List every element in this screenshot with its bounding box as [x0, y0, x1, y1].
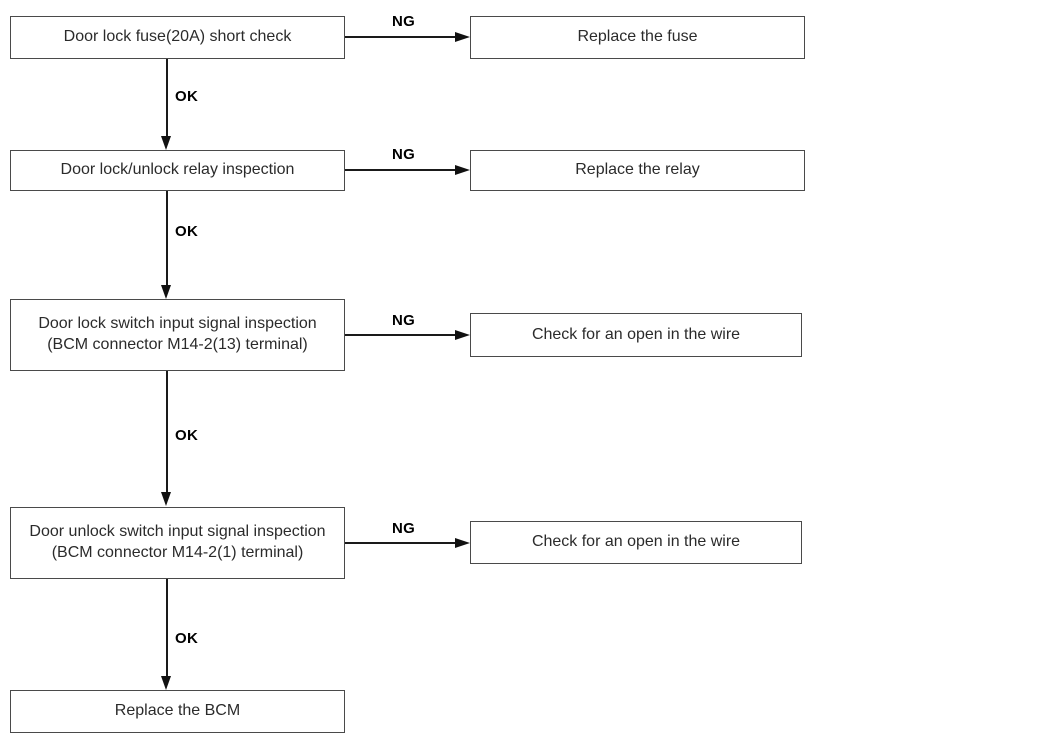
ok-label-2: OK — [175, 223, 199, 240]
ok-arrowhead-icon-2 — [161, 285, 171, 299]
node-check-open-wire-1-label: Check for an open in the wire — [531, 325, 741, 343]
ng-label-1: NG — [392, 13, 416, 30]
node-replace-bcm: Replace the BCM — [10, 690, 345, 733]
ok-arrowhead-icon-1 — [161, 136, 171, 150]
ok-label-4: OK — [175, 630, 199, 647]
node-door-lock-fuse-check-label: Door lock fuse(20A) short check — [63, 28, 292, 46]
ok-arrowhead-icon-4 — [161, 676, 171, 690]
node-door-lock-unlock-relay-inspection: Door lock/unlock relay inspection — [10, 150, 345, 191]
ng-arrowhead-icon-2 — [455, 164, 470, 175]
ng-arrow-line-4 — [345, 542, 457, 544]
node-replace-fuse-label: Replace the fuse — [577, 28, 698, 46]
node-door-lock-fuse-check: Door lock fuse(20A) short check — [10, 16, 345, 59]
node-check-open-wire-2: Check for an open in the wire — [470, 521, 802, 564]
ok-arrow-line-4 — [166, 579, 168, 677]
node-replace-relay: Replace the relay — [470, 150, 805, 191]
node-door-lock-switch-input-inspection: Door lock switch input signal inspection… — [10, 299, 345, 371]
node-door-lock-unlock-relay-inspection-label: Door lock/unlock relay inspection — [60, 161, 295, 179]
ng-arrowhead-icon-3 — [455, 329, 470, 340]
ok-label-3: OK — [175, 427, 199, 444]
node-replace-relay-label: Replace the relay — [575, 161, 700, 179]
ok-arrowhead-icon-3 — [161, 492, 171, 506]
ng-arrowhead-icon-4 — [455, 537, 470, 548]
ng-label-4: NG — [392, 520, 416, 537]
ok-label-1: OK — [175, 88, 199, 105]
node-door-unlock-switch-input-inspection: Door unlock switch input signal inspecti… — [10, 507, 345, 579]
ok-arrow-line-3 — [166, 371, 168, 493]
node-check-open-wire-2-label: Check for an open in the wire — [531, 533, 741, 551]
node-check-open-wire-1: Check for an open in the wire — [470, 313, 802, 357]
ok-arrow-line-1 — [166, 59, 168, 137]
ng-label-2: NG — [392, 146, 416, 163]
ng-label-3: NG — [392, 312, 416, 329]
ng-arrowhead-icon-1 — [455, 31, 470, 42]
ng-arrow-line-2 — [345, 169, 457, 171]
ng-arrow-line-1 — [345, 36, 457, 38]
node-replace-bcm-label: Replace the BCM — [114, 702, 241, 720]
ok-arrow-line-2 — [166, 191, 168, 286]
node-door-unlock-switch-input-inspection-label: Door unlock switch input signal inspecti… — [29, 523, 326, 561]
ng-arrow-line-3 — [345, 334, 457, 336]
node-replace-fuse: Replace the fuse — [470, 16, 805, 59]
node-door-lock-switch-input-inspection-label: Door lock switch input signal inspection… — [38, 315, 317, 353]
